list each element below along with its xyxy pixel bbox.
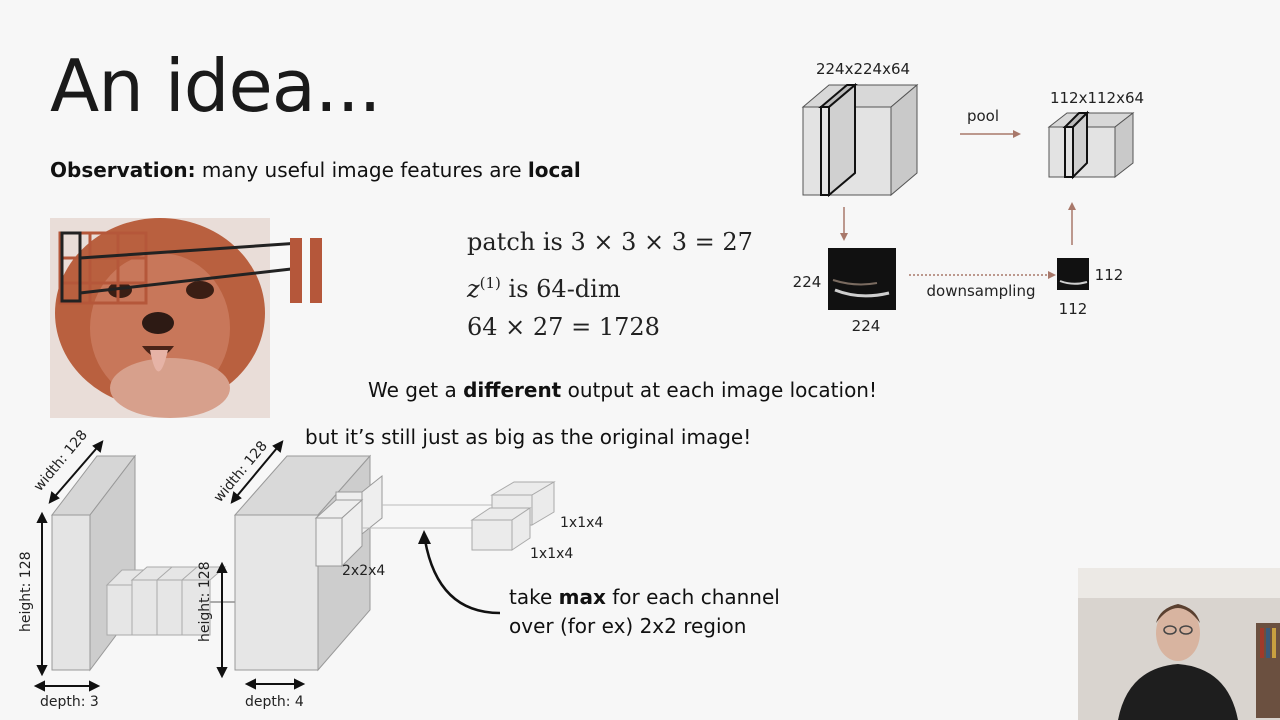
caption-output-pre: We get a (368, 378, 464, 402)
caption-still-big: but it’s still just as big as the origin… (305, 425, 752, 449)
caption-output-bold: different (463, 378, 562, 402)
depth-label-1: depth: 3 (40, 694, 99, 710)
downsampling-label: downsampling (927, 282, 1036, 300)
slide-title: An idea... (50, 44, 382, 128)
height-label-1: height: 128 (18, 551, 34, 632)
equation-z-rest: is 64-dim (500, 275, 621, 303)
equation-z: z(1) is 64-dim (467, 274, 621, 303)
big-image-thumbnail (828, 248, 896, 310)
caption-output-post: output at each image location! (561, 378, 878, 402)
depth-label-2: depth: 4 (245, 694, 304, 710)
caption-max-post: for each channel (605, 585, 780, 609)
webcam-video (1078, 568, 1280, 720)
big-volume (801, 82, 919, 198)
region-label: 2x2x4 (342, 563, 385, 579)
caption-max-line2: over (for ex) 2x2 region (509, 614, 747, 638)
small-dims-label: 112x112x64 (1050, 89, 1144, 107)
equation-product: 64 × 27 = 1728 (467, 313, 660, 341)
small-volume (1047, 110, 1135, 180)
caption-different-output: We get a different output at each image … (368, 378, 877, 402)
caption-max-bold: max (558, 585, 606, 609)
small-image-thumbnail (1057, 258, 1089, 290)
equation-z-symbol: z (467, 275, 480, 303)
big-image-side-label: 224 (793, 273, 822, 291)
observation-line: Observation: many useful image features … (50, 158, 581, 182)
observation-text: many useful image features are (195, 158, 528, 182)
output-label-1: 1x1x4 (560, 515, 603, 531)
equation-z-sup: (1) (479, 274, 501, 292)
height-label-2: height: 128 (197, 561, 213, 642)
conv-volume-diagram: width: 128 height: 128 depth: 3 width: 1… (18, 427, 603, 710)
equation-patch: patch is 3 × 3 × 3 = 27 (467, 228, 753, 256)
feature-bar-2 (310, 238, 322, 303)
small-image-side-label: 112 (1095, 266, 1124, 284)
small-image-bottom-label: 112 (1059, 300, 1088, 318)
observation-local: local (527, 158, 581, 182)
big-dims-label: 224x224x64 (816, 60, 910, 78)
caption-max-pool: take max for each channel over (for ex) 2… (509, 583, 780, 641)
dog-image (50, 218, 322, 418)
pool-label: pool (967, 107, 999, 125)
big-image-bottom-label: 224 (852, 317, 881, 335)
output-label-2: 1x1x4 (530, 546, 573, 562)
feature-bar-1 (290, 238, 302, 303)
caption-max-pre: take (509, 585, 559, 609)
pooling-diagram: 224x224x64 pool 112x112x64 224 224 downs… (793, 60, 1144, 335)
observation-label: Observation: (50, 158, 196, 182)
